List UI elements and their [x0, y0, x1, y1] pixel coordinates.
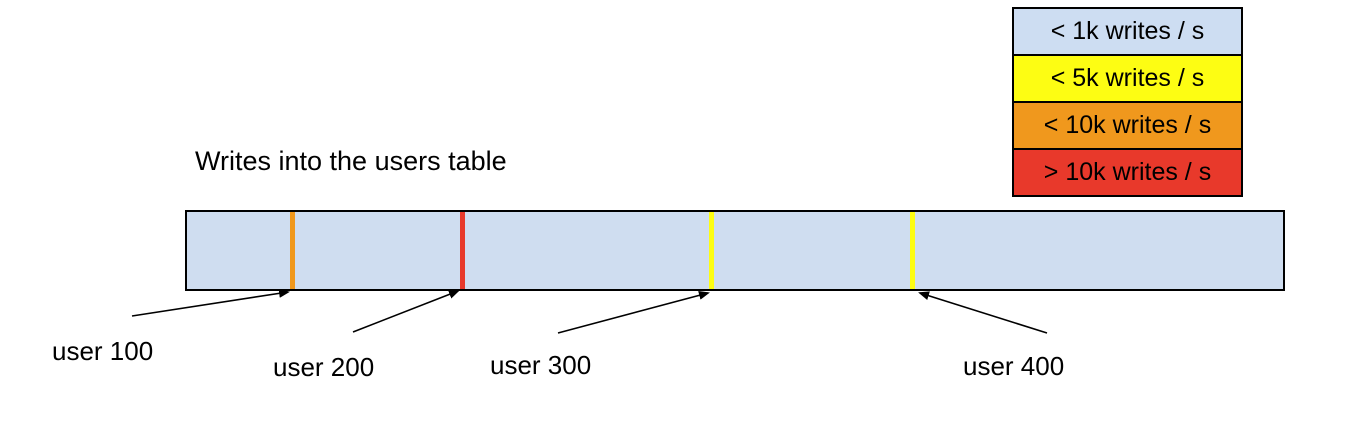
user-label-100: user 100: [52, 336, 154, 366]
write-rate-legend: < 1k writes / s < 5k writes / s < 10k wr…: [1012, 7, 1243, 197]
arrow-user-200: [352, 290, 460, 333]
user-label-400: user 400: [963, 351, 1065, 381]
user-label-300: user 300: [490, 350, 592, 380]
legend-item-lt-1k: < 1k writes / s: [1014, 9, 1241, 56]
write-hotspot-marker-user-100: [290, 212, 295, 289]
diagram-title: Writes into the users table: [195, 146, 507, 176]
arrow-user-300: [557, 290, 710, 334]
user-label-200: user 200: [273, 352, 375, 382]
arrow-user-400: [918, 291, 1048, 334]
legend-item-gt-10k: > 10k writes / s: [1014, 150, 1241, 195]
legend-item-lt-10k: < 10k writes / s: [1014, 103, 1241, 150]
write-hotspot-marker-user-400: [910, 212, 915, 289]
write-hotspot-marker-user-200: [460, 212, 465, 289]
write-hotspot-marker-user-300: [709, 212, 714, 289]
arrow-user-100: [131, 288, 290, 317]
users-table-bar: [185, 210, 1285, 291]
legend-item-lt-5k: < 5k writes / s: [1014, 56, 1241, 103]
